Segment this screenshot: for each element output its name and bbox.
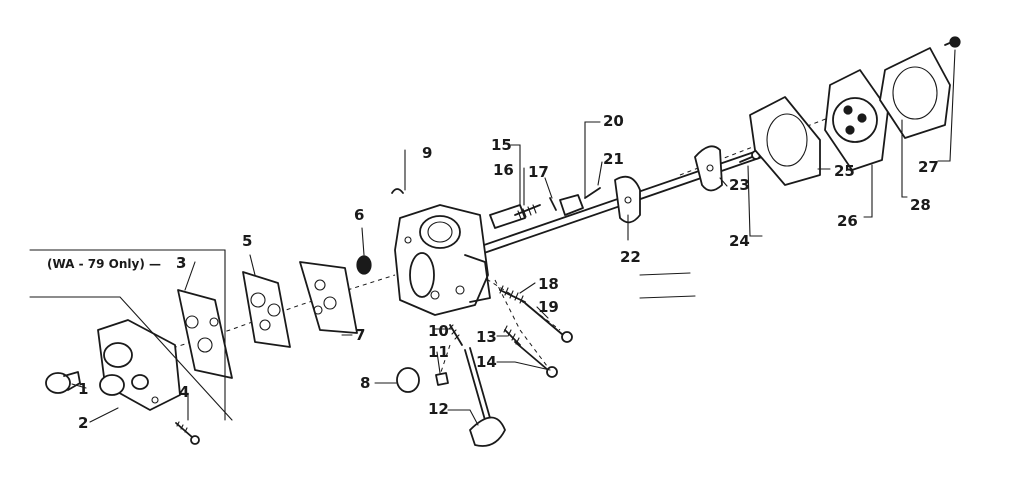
callout-20: 20: [603, 112, 624, 130]
callout-26: 26: [837, 212, 858, 230]
part-13-spring: [503, 325, 521, 346]
callout-7: 7: [355, 326, 365, 344]
part-1-plug: [45, 371, 81, 394]
part-5-gasket: [242, 271, 291, 348]
part-17-screw: [549, 197, 557, 211]
part-16-block: [489, 204, 526, 229]
callout-1: 1: [78, 380, 88, 398]
part-12-lever: [464, 347, 506, 447]
callout-14: 14: [476, 353, 497, 371]
part-14-screw: [514, 341, 558, 378]
part-19-screw: [524, 302, 573, 343]
callout-23: 23: [729, 176, 750, 194]
callout-9: 9: [422, 144, 432, 162]
part-4-screw: [175, 421, 200, 445]
wa79-frame-lines: [29, 249, 233, 421]
callout-18: 18: [538, 275, 559, 293]
callout-12: 12: [428, 400, 449, 418]
callout-17: 17: [528, 163, 549, 181]
part-23-lever: [694, 145, 723, 192]
part-18-spring: [499, 285, 526, 304]
carburetor-body: [394, 204, 491, 316]
part-26-diaphragm: [824, 69, 889, 171]
part-15-spring: [514, 204, 541, 220]
callout-19: 19: [538, 298, 559, 316]
callout-8: 8: [360, 374, 370, 392]
part-21-throttle-plate: [559, 187, 601, 216]
part-6-spring: [356, 255, 372, 275]
callout-16: 16: [493, 161, 514, 179]
callout-10: 10: [428, 322, 449, 340]
part-11-plug: [435, 372, 449, 386]
note-wa79-only: (WA - 79 Only) —: [47, 257, 161, 271]
callout-4: 4: [179, 383, 189, 401]
part-7-gasket: [299, 261, 358, 334]
callout-25: 25: [834, 162, 855, 180]
callout-13: 13: [476, 328, 497, 346]
callout-24: 24: [729, 232, 750, 250]
leader-lines: [71, 49, 956, 426]
callout-22: 22: [620, 248, 641, 266]
part-28-cover: [879, 47, 951, 139]
part-27-screw: [944, 36, 961, 48]
callout-3: 3: [176, 254, 186, 272]
callout-15: 15: [491, 136, 512, 154]
callout-28: 28: [910, 196, 931, 214]
callout-5: 5: [242, 232, 252, 250]
part-10-needle: [448, 324, 463, 346]
part-8-disc: [396, 367, 420, 393]
callout-27: 27: [918, 158, 939, 176]
callout-21: 21: [603, 150, 624, 168]
callout-2: 2: [78, 414, 88, 432]
part-3-gasket: [177, 289, 233, 379]
callout-6: 6: [354, 206, 364, 224]
part-9-clip: [391, 188, 404, 194]
part-25-gasket: [749, 96, 821, 186]
part-2-adapter-plate: [97, 319, 181, 411]
callout-labels: (WA - 79 Only) — 1 2 3 4 5 6 7 8 9 10 11…: [47, 112, 939, 432]
part-22-choke-plate: [614, 175, 641, 224]
callout-11: 11: [428, 343, 449, 361]
